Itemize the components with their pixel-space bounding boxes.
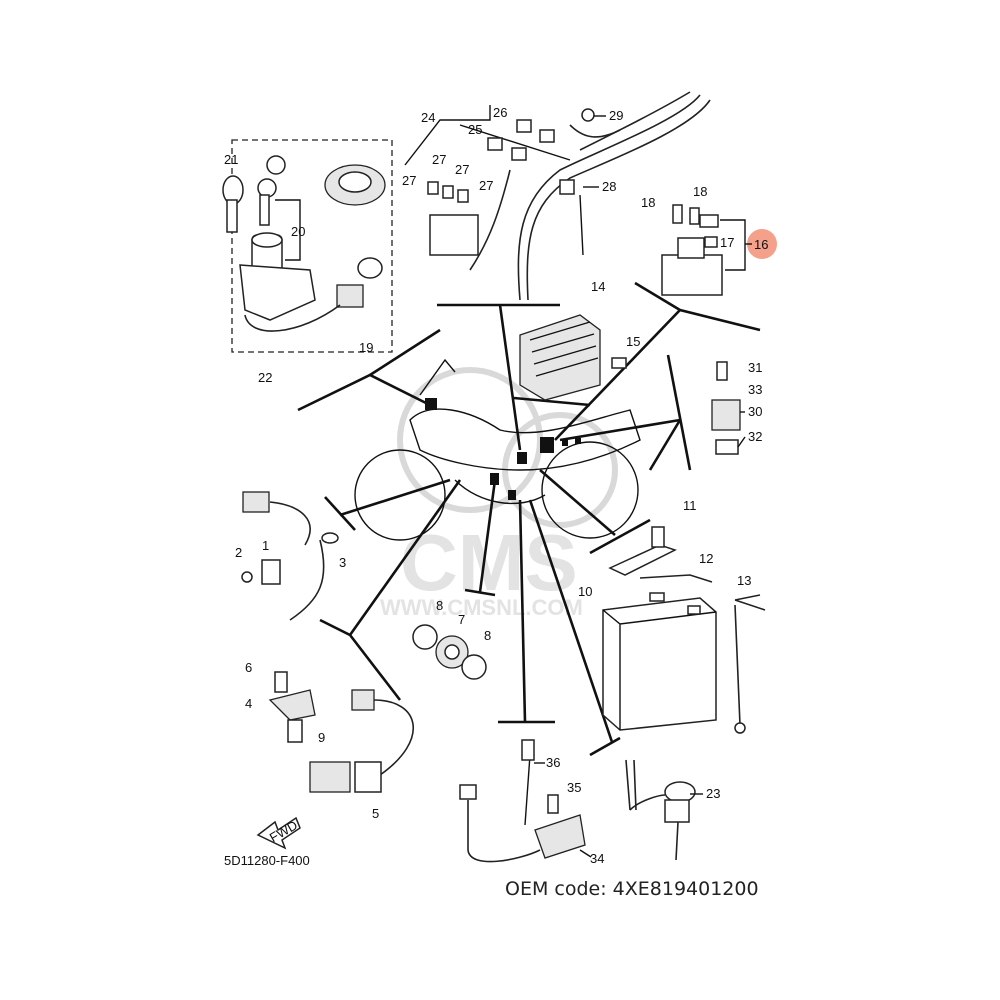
part-label-33: 33 <box>748 382 762 397</box>
part-label-20: 20 <box>291 224 305 239</box>
part-label-18b: 18 <box>693 184 707 199</box>
part-label-36: 36 <box>546 755 560 770</box>
relay-bracket-group <box>711 361 741 455</box>
part-label-30: 30 <box>748 404 762 419</box>
sensor-group-1-3 <box>241 491 339 621</box>
part-label-1: 1 <box>262 538 269 553</box>
main-harness <box>469 91 711 301</box>
lower-right-components <box>459 739 696 863</box>
battery <box>602 592 717 731</box>
battery-band-and-leads <box>608 526 766 734</box>
oem-code: OEM code: 4XE819401200 <box>505 878 759 900</box>
part-label-35: 35 <box>567 780 581 795</box>
part-label-8b: 8 <box>484 628 491 643</box>
part-label-16: 16 <box>754 237 768 252</box>
part-label-19: 19 <box>359 340 373 355</box>
part-label-24: 24 <box>421 110 435 125</box>
leader-lines <box>297 281 761 757</box>
ignition-lock-set <box>222 139 393 353</box>
part-label-27b: 27 <box>432 152 446 167</box>
part-label-3: 3 <box>339 555 346 570</box>
fuse-box-group <box>404 105 621 256</box>
part-label-34: 34 <box>590 851 604 866</box>
diagram-code: 5D11280-F400 <box>224 853 310 868</box>
fwd-arrow: FWD <box>256 816 301 850</box>
part-label-27a: 27 <box>402 173 416 188</box>
part-label-18a: 18 <box>641 195 655 210</box>
part-label-26: 26 <box>493 105 507 120</box>
watermark-url: WWW.CMSNL.COM <box>380 595 583 620</box>
part-number-labels: 1 2 3 4 5 6 7 8 8 9 10 11 12 13 14 15 16… <box>224 105 768 866</box>
speed-sensor-group <box>268 671 415 793</box>
part-label-14: 14 <box>591 279 605 294</box>
part-label-22: 22 <box>258 370 272 385</box>
part-label-11: 11 <box>683 498 697 513</box>
part-label-13: 13 <box>737 573 751 588</box>
part-label-27d: 27 <box>479 178 493 193</box>
pickup-rotor-group <box>412 624 487 680</box>
part-label-2: 2 <box>235 545 242 560</box>
part-label-6: 6 <box>245 660 252 675</box>
part-label-7: 7 <box>458 612 465 627</box>
part-label-9: 9 <box>318 730 325 745</box>
part-label-28: 28 <box>602 179 616 194</box>
part-label-17: 17 <box>720 235 734 250</box>
part-label-25: 25 <box>468 122 482 137</box>
part-label-21: 21 <box>224 152 238 167</box>
label-ticks <box>534 115 752 858</box>
part-label-10: 10 <box>578 584 592 599</box>
part-label-27c: 27 <box>455 162 469 177</box>
watermark: CMS WWW.CMSNL.COM <box>380 367 618 620</box>
part-label-23: 23 <box>706 786 720 801</box>
starter-relay <box>661 204 746 296</box>
part-label-8a: 8 <box>436 598 443 613</box>
rectifier-regulator <box>519 314 627 401</box>
part-label-4: 4 <box>245 696 252 711</box>
part-label-5: 5 <box>372 806 379 821</box>
part-label-29: 29 <box>609 108 623 123</box>
part-label-12: 12 <box>699 551 713 566</box>
part-label-15: 15 <box>626 334 640 349</box>
highlight-marker <box>747 229 777 259</box>
motorcycle-outline <box>354 358 641 541</box>
part-label-31: 31 <box>748 360 762 375</box>
part-label-32: 32 <box>748 429 762 444</box>
